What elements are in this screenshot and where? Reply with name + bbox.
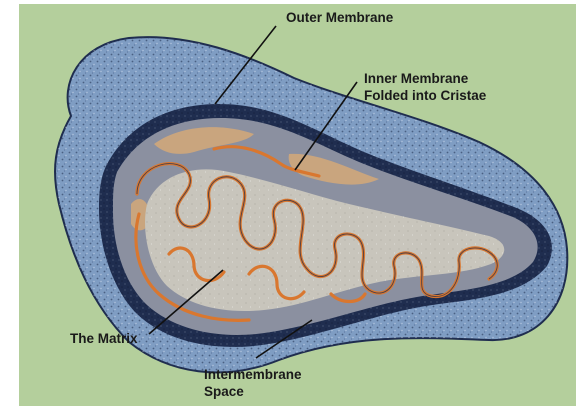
label-intermembrane-space: Intermembrane Space — [204, 366, 302, 400]
label-matrix-text: The Matrix — [70, 330, 138, 347]
label-matrix: The Matrix — [70, 330, 138, 347]
label-intermembrane-line2: Space — [204, 383, 302, 400]
diagram-panel: Outer Membrane Inner Membrane Folded int… — [19, 4, 576, 406]
label-outer-membrane: Outer Membrane — [286, 9, 393, 26]
label-inner-membrane: Inner Membrane Folded into Cristae — [364, 70, 486, 104]
label-intermembrane-line1: Intermembrane — [204, 366, 302, 383]
label-inner-membrane-line2: Folded into Cristae — [364, 87, 486, 104]
label-outer-membrane-text: Outer Membrane — [286, 9, 393, 26]
label-inner-membrane-line1: Inner Membrane — [364, 70, 486, 87]
